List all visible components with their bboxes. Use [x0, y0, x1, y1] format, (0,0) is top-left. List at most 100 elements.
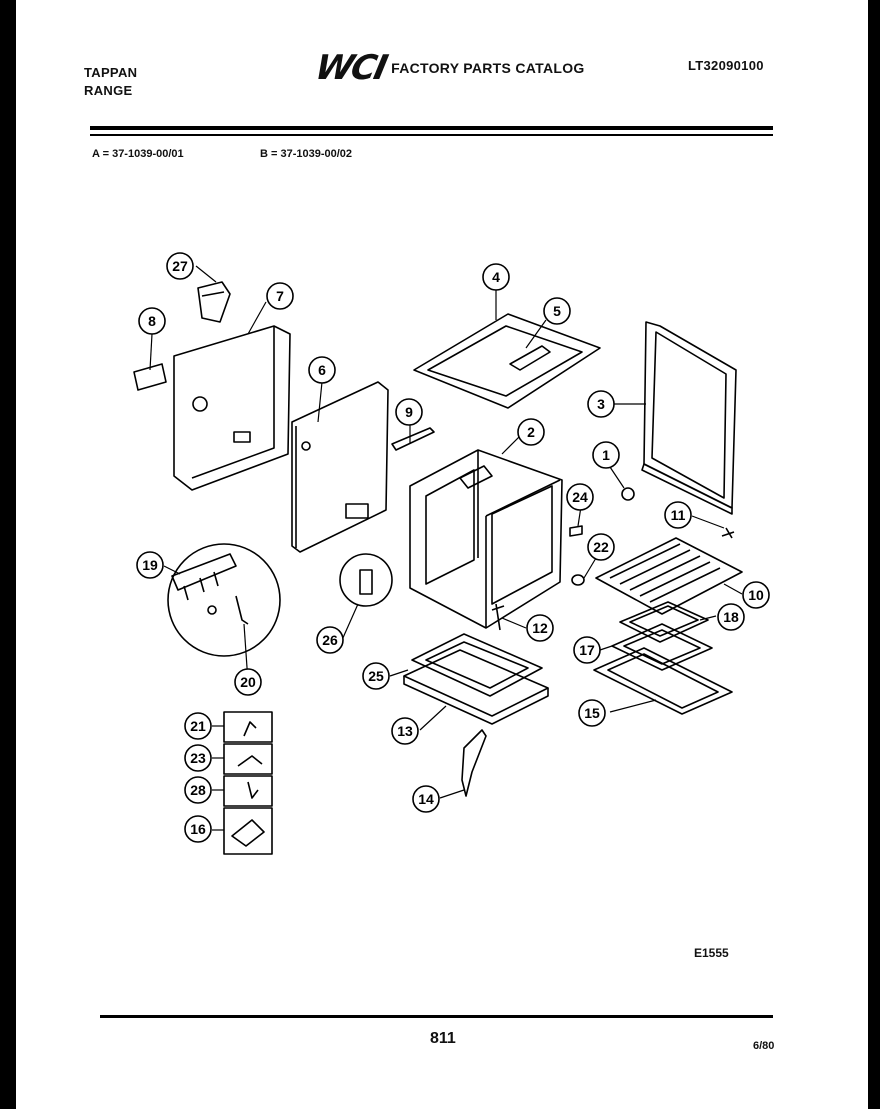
svg-text:18: 18 [723, 609, 739, 625]
header-rule-thin [90, 134, 773, 136]
callout-23: 23 [184, 744, 212, 772]
catalog-number: LT32090100 [688, 58, 764, 73]
leader-lines [149, 265, 743, 831]
part-22-plug [571, 574, 585, 586]
svg-text:24: 24 [572, 489, 588, 505]
part-21-box [223, 711, 273, 743]
catalog-header: WCI FACTORY PARTS CATALOG [312, 48, 585, 88]
part-13-drawer [403, 649, 549, 725]
callout-9: 9 [395, 398, 423, 426]
part-18-broil-pan [619, 601, 709, 643]
part-23-box [223, 743, 273, 775]
callout-2: 2 [517, 418, 545, 446]
part-11-screw [721, 527, 735, 539]
part-27-bracket [197, 281, 231, 323]
callout-3: 3 [587, 390, 615, 418]
part-16-box [223, 807, 273, 855]
svg-text:25: 25 [368, 668, 384, 684]
part-12-hinge [491, 603, 505, 631]
callout-21: 21 [184, 712, 212, 740]
callout-20: 20 [234, 668, 262, 696]
svg-text:23: 23 [190, 750, 206, 766]
part-14-leg [461, 729, 487, 797]
svg-text:1: 1 [602, 447, 610, 463]
callout-22: 22 [587, 533, 615, 561]
svg-text:19: 19 [142, 557, 158, 573]
part-15-gasket [593, 647, 733, 715]
svg-text:5: 5 [553, 303, 561, 319]
svg-text:4: 4 [492, 269, 500, 285]
svg-text:10: 10 [748, 587, 764, 603]
footer-rule [100, 1015, 773, 1018]
callout-24: 24 [566, 483, 594, 511]
part-26-detail [339, 553, 393, 607]
part-5-element [509, 345, 551, 371]
svg-text:2: 2 [527, 424, 535, 440]
part-17-pan [611, 623, 713, 671]
exploded-parts-diagram: 27 7 8 6 9 4 5 3 2 1 24 22 11 10 18 17 1… [133, 252, 770, 855]
part-10-oven-rack [595, 537, 743, 615]
svg-text:9: 9 [405, 404, 413, 420]
callout-11: 11 [664, 501, 692, 529]
svg-text:8: 8 [148, 313, 156, 329]
svg-text:7: 7 [276, 288, 284, 304]
svg-text:20: 20 [240, 674, 256, 690]
svg-text:27: 27 [172, 258, 188, 274]
brand-block: TAPPAN RANGE [84, 64, 137, 100]
svg-text:6: 6 [318, 362, 326, 378]
part-3-door-frame [641, 321, 737, 515]
callout-4: 4 [482, 263, 510, 291]
svg-text:22: 22 [593, 539, 609, 555]
callout-6: 6 [308, 356, 336, 384]
svg-text:28: 28 [190, 782, 206, 798]
callout-18: 18 [717, 603, 745, 631]
svg-text:16: 16 [190, 821, 206, 837]
part-6-rear-panel [291, 381, 389, 553]
part-28-box [223, 775, 273, 807]
part-24-clip [569, 525, 583, 537]
part-9-strip [391, 427, 435, 451]
brand-name: TAPPAN [84, 65, 138, 80]
catalog-date: 6/80 [753, 1040, 775, 1052]
callout-15: 15 [578, 699, 606, 727]
svg-text:3: 3 [597, 396, 605, 412]
part-4-cooktop [413, 313, 601, 409]
part-7-side-panel [173, 325, 291, 491]
part-2-oven-body [409, 449, 563, 629]
callout-13: 13 [391, 717, 419, 745]
callout-25: 25 [362, 662, 390, 690]
svg-text:11: 11 [671, 507, 686, 523]
callout-17: 17 [573, 636, 601, 664]
callout-27: 27 [166, 252, 194, 280]
drawing-code: E1555 [694, 946, 729, 960]
callout-12: 12 [526, 614, 554, 642]
callout-16: 16 [184, 815, 212, 843]
part-1-knob [621, 487, 635, 501]
header-rule-thick [90, 126, 773, 130]
part-25-drawer-liner [411, 633, 543, 697]
svg-text:13: 13 [397, 723, 413, 739]
svg-text:26: 26 [322, 632, 338, 648]
part-8-plate [133, 363, 167, 391]
callout-1: 1 [592, 441, 620, 469]
svg-text:12: 12 [532, 620, 548, 636]
model-a: A = 37-1039-00/01 [92, 148, 184, 160]
catalog-title: FACTORY PARTS CATALOG [391, 60, 585, 76]
svg-text:15: 15 [584, 705, 600, 721]
catalog-page: TAPPAN RANGE WCI FACTORY PARTS CATALOG L… [16, 0, 868, 1109]
model-b: B = 37-1039-00/02 [260, 148, 353, 160]
product-type: RANGE [84, 83, 133, 98]
callout-8: 8 [138, 307, 166, 335]
callout-19: 19 [136, 551, 164, 579]
callout-10: 10 [742, 581, 770, 609]
svg-text:14: 14 [418, 791, 434, 807]
svg-text:21: 21 [190, 718, 206, 734]
callout-5: 5 [543, 297, 571, 325]
page-number: 811 [430, 1030, 456, 1047]
callout-14: 14 [412, 785, 440, 813]
callout-28: 28 [184, 776, 212, 804]
callout-26: 26 [316, 626, 344, 654]
part-19-20-detail [167, 543, 281, 657]
callout-7: 7 [266, 282, 294, 310]
svg-text:17: 17 [579, 642, 595, 658]
